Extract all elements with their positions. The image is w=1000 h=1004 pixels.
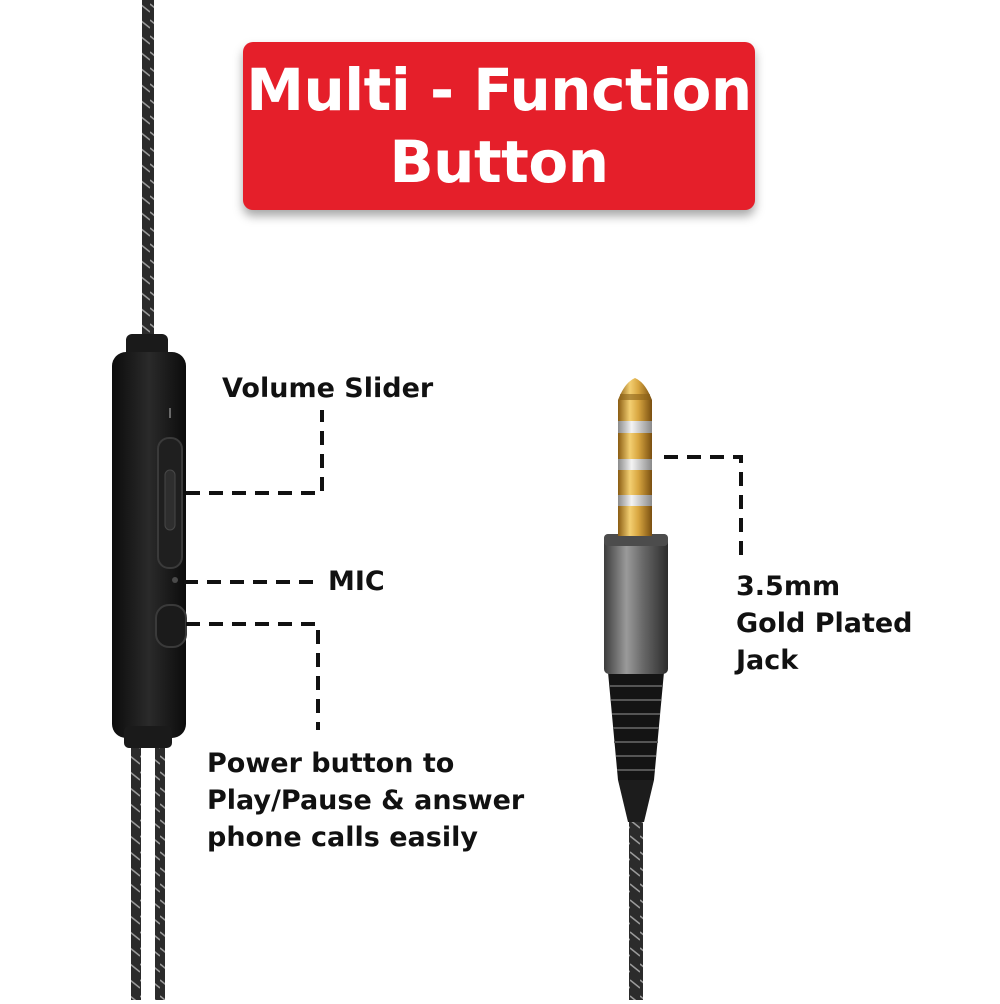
banner-title-line2: Button [389, 128, 609, 196]
power-callout-line [186, 622, 320, 730]
remote-cable [131, 0, 165, 1000]
remote-control [112, 334, 187, 748]
title-banner: Multi - Function Button [243, 42, 755, 210]
power-button-label: Power button to Play/Pause & answer phon… [207, 745, 524, 856]
power-label-line: phone calls easily [207, 822, 478, 853]
volume-callout-line [186, 410, 324, 495]
volume-slider-label: Volume Slider [222, 373, 434, 404]
jack-label-line: 3.5mm [736, 571, 841, 602]
callout-lines [184, 410, 743, 730]
power-label-line: Play/Pause & answer [207, 785, 525, 816]
jack-label-line: Gold Plated [736, 608, 913, 639]
jack-label: 3.5mm Gold Plated Jack [736, 568, 913, 679]
audio-jack [604, 378, 668, 1000]
mic-hole [172, 577, 178, 583]
jack-label-line: Jack [736, 645, 799, 676]
mic-label: MIC [328, 566, 385, 597]
power-label-line: Power button to [207, 748, 455, 779]
jack-callout-line [664, 455, 743, 560]
power-button [155, 604, 187, 648]
banner-title-line1: Multi - Function [246, 56, 752, 124]
